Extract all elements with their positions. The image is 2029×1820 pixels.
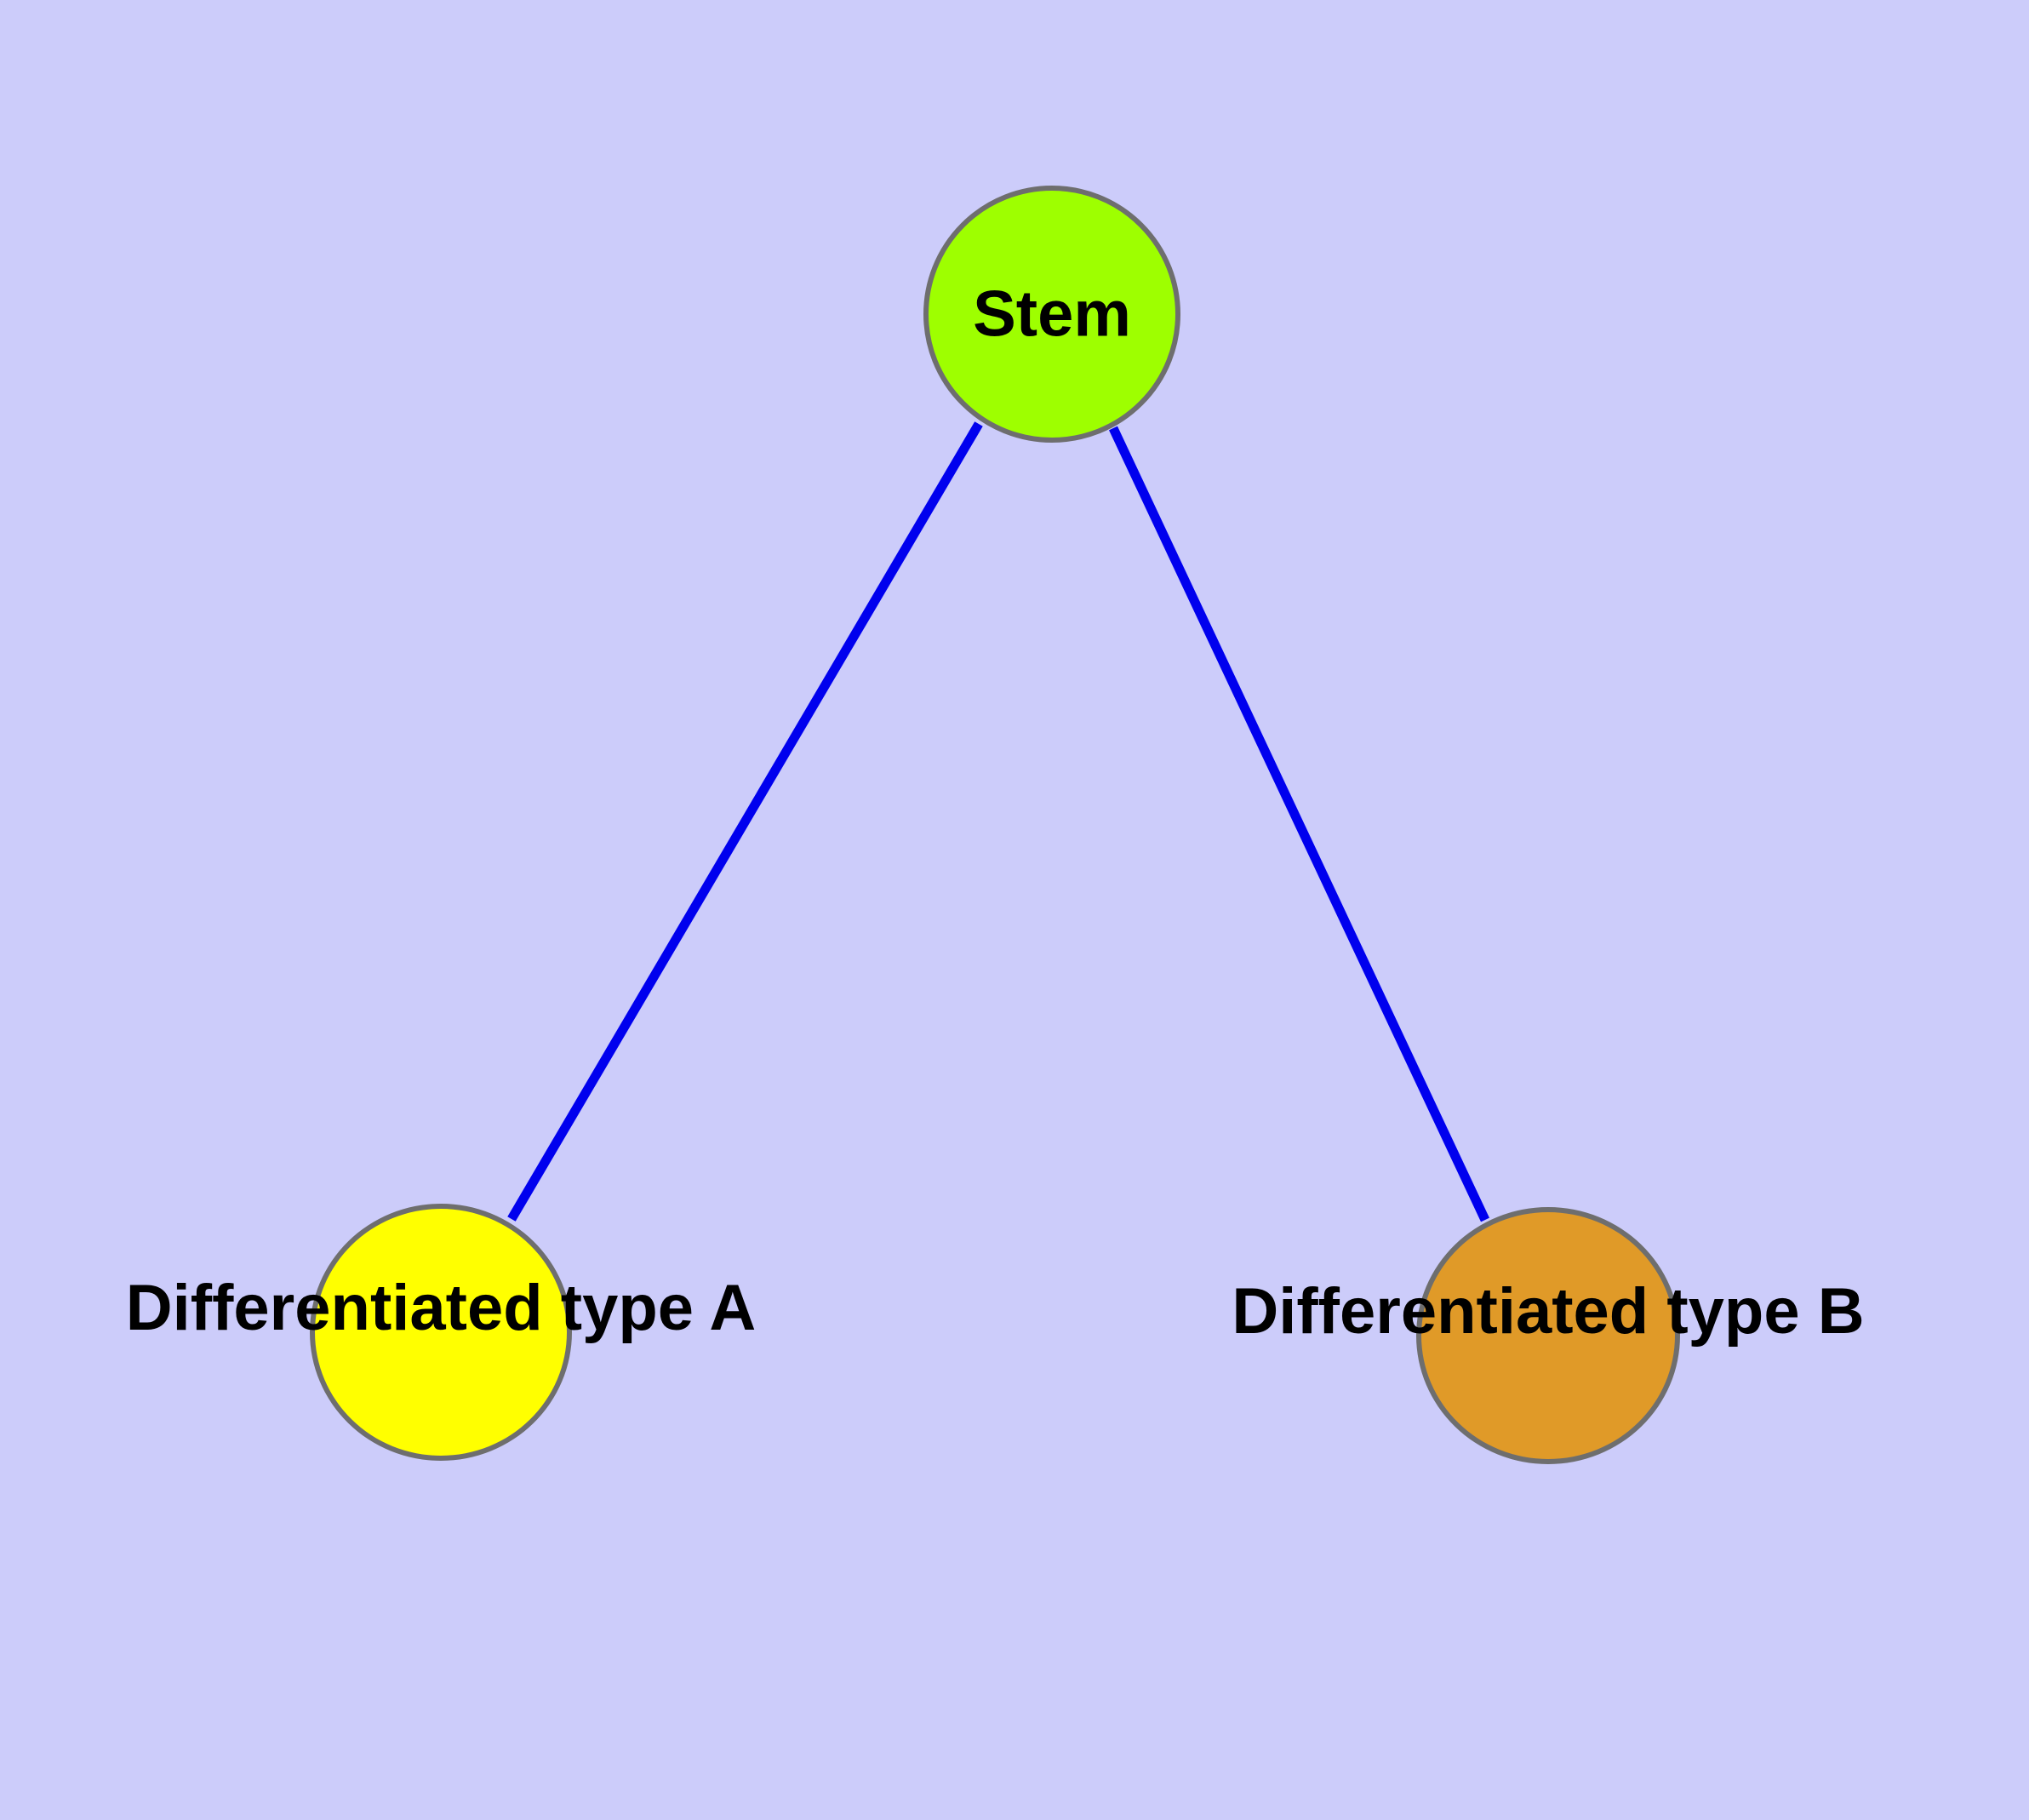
edge-stem-to-type-b <box>1109 426 1489 1222</box>
edge-stem-to-type-a <box>507 421 983 1222</box>
node-differentiated-type-b[interactable] <box>1416 1207 1680 1464</box>
node-differentiated-type-a[interactable] <box>310 1204 572 1461</box>
node-stem[interactable]: Stem <box>923 186 1180 443</box>
node-stem-label-line1: Stem <box>973 278 1131 351</box>
node-stem-label: Stem <box>973 278 1131 350</box>
